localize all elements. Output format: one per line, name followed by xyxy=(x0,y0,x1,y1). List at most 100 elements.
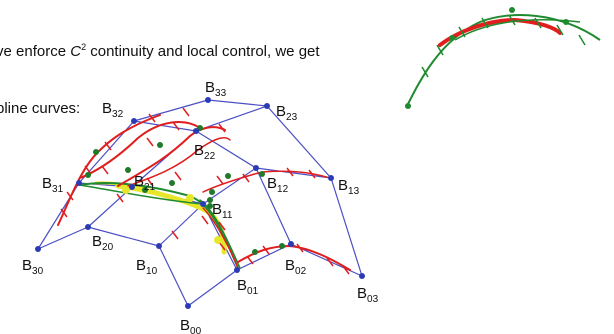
control-point-label: B03 xyxy=(357,285,379,305)
control-point-node xyxy=(185,303,191,309)
caption-superscript: 2 xyxy=(81,42,87,52)
control-point-label: B20 xyxy=(92,233,114,253)
side-red-curve xyxy=(438,17,562,47)
control-point-label: B12 xyxy=(267,175,289,195)
control-point-label: B30 xyxy=(22,257,44,277)
side-knot-dot xyxy=(405,103,411,109)
curve-tick xyxy=(201,215,209,225)
net-edge xyxy=(266,105,332,179)
curve-tick xyxy=(146,137,154,147)
curve-tick xyxy=(171,230,179,240)
control-point-node xyxy=(35,246,41,252)
control-point-label: B23 xyxy=(276,103,298,123)
caption-line-2: pline curves: xyxy=(0,100,81,117)
curve-knot-dot xyxy=(279,243,285,249)
net-edge xyxy=(133,120,197,132)
control-point-node xyxy=(85,224,91,230)
red-curve-upper xyxy=(79,121,201,179)
curve-tick xyxy=(218,221,226,231)
control-point-node xyxy=(76,180,82,186)
curve-knot-dot xyxy=(157,142,163,148)
net-edge xyxy=(195,130,257,169)
control-point-nodes xyxy=(35,97,365,309)
side-tick xyxy=(556,24,564,36)
side-green-curve-2 xyxy=(454,19,581,41)
control-point-label: B31 xyxy=(42,175,64,195)
curve-tick xyxy=(148,113,156,123)
side-tick xyxy=(534,17,542,29)
curve-knot-dot xyxy=(207,197,213,203)
caption-line-1: ve enforce C2 continuity and local contr… xyxy=(0,42,320,61)
control-point-node xyxy=(328,175,334,181)
net-edge xyxy=(255,167,292,245)
side-knot-dot xyxy=(449,35,455,41)
net-edge xyxy=(255,167,332,179)
curve-knot-dot xyxy=(142,187,148,193)
red-curve-mid xyxy=(117,126,226,187)
control-point-node xyxy=(156,243,162,249)
net-edge xyxy=(330,177,363,277)
control-point-node xyxy=(205,97,211,103)
side-tick xyxy=(481,17,489,29)
net-edge xyxy=(158,203,204,247)
curve-tick xyxy=(326,257,334,267)
curve-tick xyxy=(286,167,294,177)
curve-knot-dot xyxy=(85,172,91,178)
curve-tick xyxy=(84,165,92,175)
net-edge xyxy=(187,269,238,307)
control-point-node xyxy=(131,118,137,124)
curve-tick xyxy=(174,171,182,181)
caption-text-rest: continuity and local control, we get xyxy=(86,43,320,60)
curve-tick xyxy=(116,193,124,203)
side-green-curve xyxy=(405,14,601,109)
control-point-label: B33 xyxy=(205,79,227,99)
curve-tick xyxy=(262,245,270,255)
curve-tick xyxy=(246,255,254,265)
control-point-label: B11 xyxy=(212,201,233,221)
curve-knot-dot xyxy=(225,173,231,179)
net-edge xyxy=(133,99,209,122)
side-tick xyxy=(421,66,429,78)
caption-math-symbol: C xyxy=(70,43,82,60)
curve-tick xyxy=(104,141,112,151)
curve-knot-dot xyxy=(259,171,265,177)
side-tick xyxy=(508,14,516,26)
green-curve-inner xyxy=(79,184,204,205)
curve-tick xyxy=(66,191,74,201)
curve-tick xyxy=(242,173,250,183)
yellow-knot-dot xyxy=(122,186,130,194)
control-point-label: B00 xyxy=(180,317,202,334)
control-point-node xyxy=(359,273,365,279)
curve-tick xyxy=(60,208,68,218)
curve-tick xyxy=(342,265,350,275)
curve-tick xyxy=(218,123,226,133)
side-knot-dot xyxy=(563,19,569,25)
control-point-node xyxy=(234,267,240,273)
control-point-label: B22 xyxy=(194,142,216,162)
curve-knot-dot xyxy=(209,189,215,195)
net-edge xyxy=(207,99,268,107)
side-curve-illustration xyxy=(405,7,601,109)
caption-text: ve enforce xyxy=(0,43,71,60)
net-edge xyxy=(37,226,89,250)
yellow-curve xyxy=(115,183,227,255)
side-tick xyxy=(436,44,444,56)
control-point-label: B32 xyxy=(102,100,124,120)
side-tick xyxy=(578,34,586,46)
control-point-label: B02 xyxy=(285,257,307,277)
curve-tick xyxy=(216,175,224,185)
curve-knot-dot xyxy=(93,149,99,155)
control-point-node xyxy=(129,184,135,190)
control-point-label: B21 xyxy=(134,173,156,193)
control-point-label: B13 xyxy=(338,177,360,197)
control-point-node xyxy=(200,201,206,207)
side-tick xyxy=(458,26,466,38)
control-point-label: B10 xyxy=(136,257,158,277)
caption: ve enforce C2 continuity and local contr… xyxy=(0,4,320,137)
net-edge xyxy=(158,245,189,307)
control-point-node xyxy=(193,128,199,134)
curve-tick xyxy=(296,243,304,253)
curve-tick xyxy=(308,169,316,179)
